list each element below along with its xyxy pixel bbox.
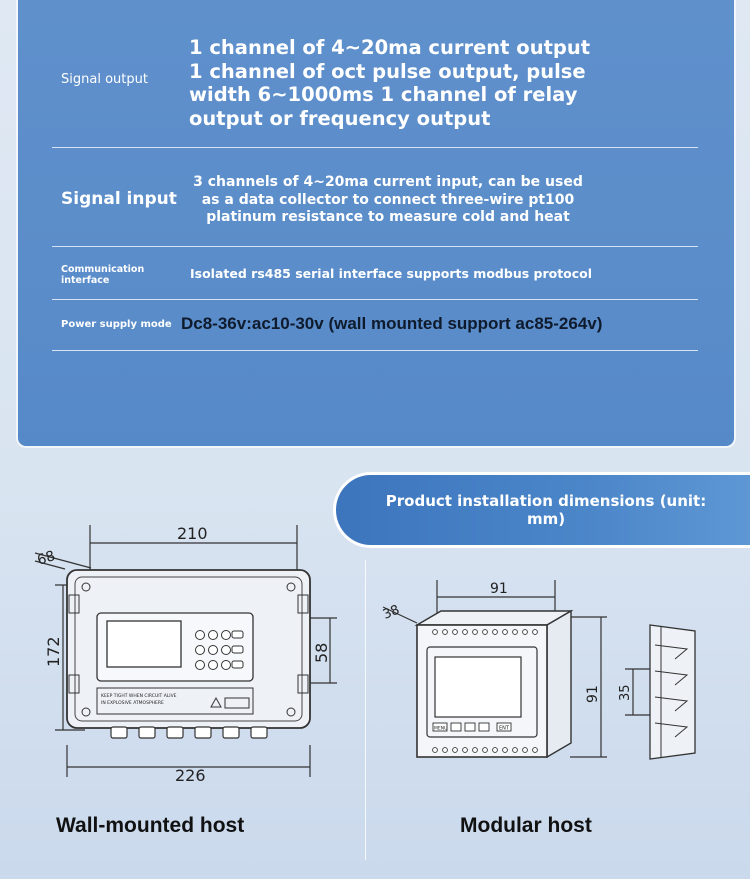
wall-host-label-line-2: IN EXPLOSIVE ATMOSPHERE	[101, 700, 164, 706]
signal-output-line-3: width 6~1000ms 1 channel of relay	[189, 83, 578, 106]
dimensions-banner-text: Product installation dimensions (unit: m…	[385, 492, 707, 528]
communication-value: Isolated rs485 serial interface supports…	[190, 266, 593, 281]
modular-host-drawing: MENU ENT 91 38 91 35	[381, 580, 696, 760]
signal-output-line-2: 1 channel of oct pulse output, pulse	[189, 59, 586, 83]
signal-input-label: Signal input	[61, 189, 177, 209]
signal-output-line-4: output or frequency output	[189, 106, 491, 130]
modular-dim-depth: 38	[381, 603, 402, 623]
modular-dim-side: 35	[618, 684, 633, 701]
wall-dim-depth: 68	[35, 548, 57, 569]
spec-divider-3	[52, 299, 698, 300]
signal-input-line-2: as a data collector to connect three-wir…	[201, 191, 575, 208]
signal-output-line-1: 1 channel of 4~20ma current output	[189, 36, 591, 59]
wall-dim-top: 210	[177, 524, 208, 543]
communication-label: Communication interface	[61, 264, 144, 286]
wall-dim-bottom: 226	[175, 766, 206, 785]
spec-divider-1	[52, 147, 698, 148]
wall-dim-left: 172	[44, 636, 63, 667]
modular-btn-ent: ENT	[499, 726, 510, 732]
communication-label-line-2: interface	[61, 275, 110, 286]
power-label: Power supply mode	[61, 319, 172, 330]
wall-dim-right: 58	[312, 643, 331, 663]
spec-panel: Signal output 1 channel of 4~20ma curren…	[18, 0, 734, 446]
modular-btn-menu: MENU	[434, 726, 447, 732]
modular-dim-top: 91	[490, 581, 508, 597]
wall-host-caption: Wall-mounted host	[56, 814, 245, 837]
wall-host-label-line-1: KEEP TIGHT WHEN CIRCUIT ALIVE	[101, 693, 177, 699]
section-divider	[365, 560, 366, 860]
signal-output-label: Signal output	[61, 72, 148, 87]
signal-input-line-3: platinum resistance to measure cold and …	[206, 209, 570, 225]
signal-input-value: 3 channels of 4~20ma current input, can …	[178, 174, 598, 227]
modular-host-caption: Modular host	[460, 814, 592, 837]
modular-dim-right: 91	[585, 685, 601, 703]
dimensions-banner: Product installation dimensions (unit: m…	[336, 475, 750, 545]
signal-input-line-1: 3 channels of 4~20ma current input, can …	[193, 174, 583, 190]
spec-divider-4	[52, 350, 698, 351]
communication-label-line-1: Communication	[61, 264, 145, 275]
wall-host-drawing: KEEP TIGHT WHEN CIRCUIT ALIVE IN EXPLOSI…	[34, 524, 337, 785]
signal-output-value: 1 channel of 4~20ma current output 1 cha…	[189, 36, 590, 130]
power-value: Dc8-36v:ac10-30v (wall mounted support a…	[181, 314, 603, 333]
spec-divider-2	[52, 246, 698, 247]
